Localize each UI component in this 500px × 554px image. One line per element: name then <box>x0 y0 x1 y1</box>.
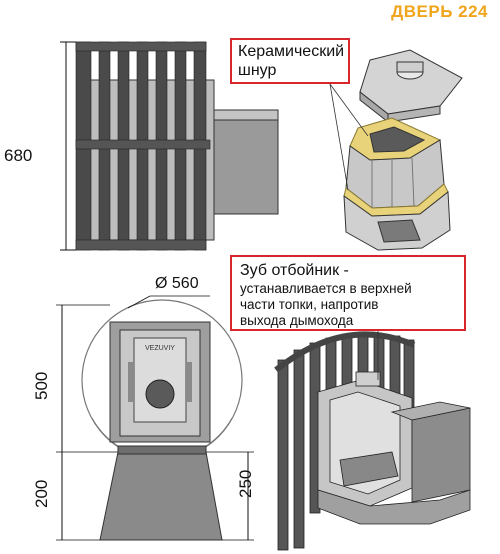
plan-view: VEZUVIY <box>56 295 254 541</box>
cutaway-grille <box>277 333 415 551</box>
tooth-desc-line-1: устанавливается в верхней <box>240 280 412 296</box>
grille-band-top <box>75 41 207 52</box>
cord-inner-upper <box>369 126 426 153</box>
callout-ceramic-cord: Керамический шнур <box>230 38 350 84</box>
cutaway-floor <box>317 489 471 525</box>
dim-label-680: 680 <box>4 146 33 165</box>
flue-collar-rim <box>396 61 424 73</box>
side-flue-box <box>213 109 279 215</box>
front-view <box>60 41 279 251</box>
side-flue-box-top <box>213 109 279 121</box>
cutaway-stove <box>274 331 471 551</box>
exploded-firebox <box>329 49 463 251</box>
dim-label-200: 200 <box>32 479 51 508</box>
cutaway-collar <box>355 371 381 387</box>
door-hinge <box>186 362 192 402</box>
tooth-desc-line-2: части топки, напротив <box>240 296 379 312</box>
cutaway-grate <box>339 451 399 487</box>
base-top <box>117 445 207 455</box>
leader-line <box>329 83 349 191</box>
cutaway-flue-top <box>390 401 471 421</box>
callout-ceramic-text: Керамический шнур <box>238 43 345 79</box>
tooth-desc-line-3: выхода дымохода <box>240 312 354 328</box>
grille-top-band <box>274 331 416 373</box>
cutaway-flue <box>411 407 471 503</box>
dim-label-diameter: Ø 560 <box>155 275 199 292</box>
door-window <box>145 379 175 409</box>
grille-band-bottom <box>75 239 207 251</box>
door-hinge <box>128 362 134 402</box>
diameter-leader <box>127 295 151 309</box>
door-brand-label: VEZUVIY <box>145 345 175 352</box>
block-rib <box>411 157 415 207</box>
tooth-title: Зуб отбойник - <box>240 262 349 279</box>
dim-label-250: 250 <box>236 469 255 498</box>
firebox-opening <box>377 219 421 243</box>
stove-base <box>99 451 223 541</box>
page-title: ДВЕРЬ 224 <box>391 2 488 21</box>
callout-deflector-tooth: Зуб отбойник - устанавливается в верхней… <box>230 255 466 331</box>
grille-band-mid <box>75 139 211 150</box>
leader-line <box>329 83 369 137</box>
dim-label-500: 500 <box>32 371 51 400</box>
